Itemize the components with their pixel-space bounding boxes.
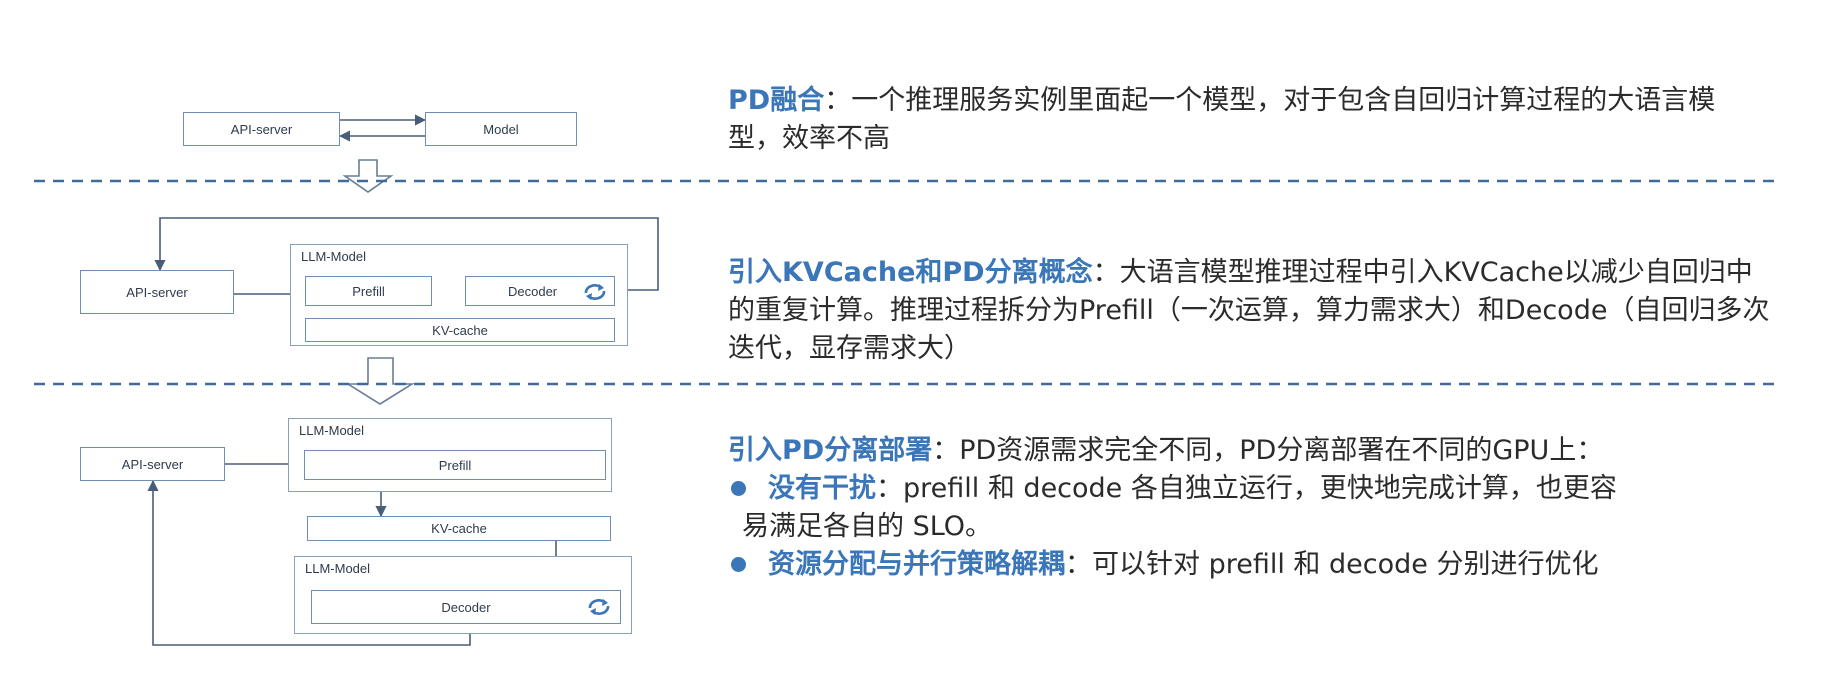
api-server-label-1: API-server [230,121,293,137]
model-label: Model [483,121,519,137]
bullet-dot-icon [731,481,746,496]
section2-description: 引入KVCache和PD分离概念：大语言模型推理过程中引入KVCache以减少自… [728,254,1778,368]
llm-model-title-2: LLM-Model [301,249,367,264]
prefill-label-2: Prefill [352,283,385,299]
transition-arrow-2 [345,357,415,405]
decoder-box-2: Decoder [465,276,615,306]
decoder-return-line [147,479,471,646]
api-server-box-2: API-server [80,270,234,314]
llm-model-title-3b: LLM-Model [305,561,371,576]
section1-description: PD融合：一个推理服务实例里面起一个模型，对于包含自回归计算过程的大语言模型，效… [728,82,1768,158]
section3-colon: ： [932,435,960,466]
prefill-box-3: Prefill [304,450,606,480]
refresh-icon-3 [588,599,610,615]
llm-model-title-3a: LLM-Model [299,423,365,438]
decoder-label-3: Decoder [441,599,491,615]
kv-cache-label-3: KV-cache [431,521,487,536]
section3-intro: 引入PD分离部署：PD资源需求完全不同，PD分离部署在不同的GPU上： [728,432,1808,470]
bullet-dot-icon [731,557,746,572]
section2-title: 引入KVCache和PD分离概念 [728,257,1093,288]
model-box: Model [425,112,577,146]
bullet2-title: 资源分配与并行策略解耦 [768,549,1065,580]
api-server-label-2: API-server [126,284,188,300]
section2-text: 大语言模型推理过程中引入KVCache以减少自回归中的重复计算。推理过程拆分为P… [728,257,1770,364]
api-server-box-1: API-server [183,112,340,146]
section3-bullet-2: 资源分配与并行策略解耦：可以针对 prefill 和 decode 分别进行优化 [728,546,1808,584]
api-server-label-3: API-server [121,456,184,472]
bullet1-continuation: 易满足各自的 SLO。 [728,508,1808,546]
section3-description: 引入PD分离部署：PD资源需求完全不同，PD分离部署在不同的GPU上： 没有干扰… [728,432,1808,584]
refresh-icon-2 [584,284,606,300]
prefill-box-2: Prefill [305,276,432,306]
bullet1-colon: ： [876,473,903,504]
section1-text: 一个推理服务实例里面起一个模型，对于包含自回归计算过程的大语言模型，效率不高 [728,85,1716,154]
kv-cache-label-2: KV-cache [432,322,488,338]
bullet1-text-line2: 易满足各自的 SLO。 [742,511,993,542]
section1-title: PD融合 [728,85,825,116]
kv-cache-box-2: KV-cache [305,318,615,342]
bullet1-text-line1: prefill 和 decode 各自独立运行，更快地完成计算，也更容 [903,473,1617,504]
kv-cache-box-3: KV-cache [307,516,611,541]
transition-arrow-1 [342,159,394,193]
section3-title: 引入PD分离部署 [728,435,933,466]
bullet1-title: 没有干扰 [768,473,876,504]
decoder-label-2: Decoder [508,283,558,299]
api-server-box-3: API-server [80,447,225,481]
section3-text: PD资源需求完全不同，PD分离部署在不同的GPU上： [959,435,1604,466]
section3-bullet-1: 没有干扰：prefill 和 decode 各自独立运行，更快地完成计算，也更容 [728,470,1808,508]
bullet2-text-line1: 可以针对 prefill 和 decode 分别进行优化 [1092,549,1599,580]
bullet2-colon: ： [1065,549,1092,580]
prefill-label-3: Prefill [438,457,472,473]
feedback-loop-line [154,217,659,291]
decoder-box-3: Decoder [311,590,621,624]
section1-colon: ： [824,85,852,116]
section2-colon: ： [1092,257,1120,288]
